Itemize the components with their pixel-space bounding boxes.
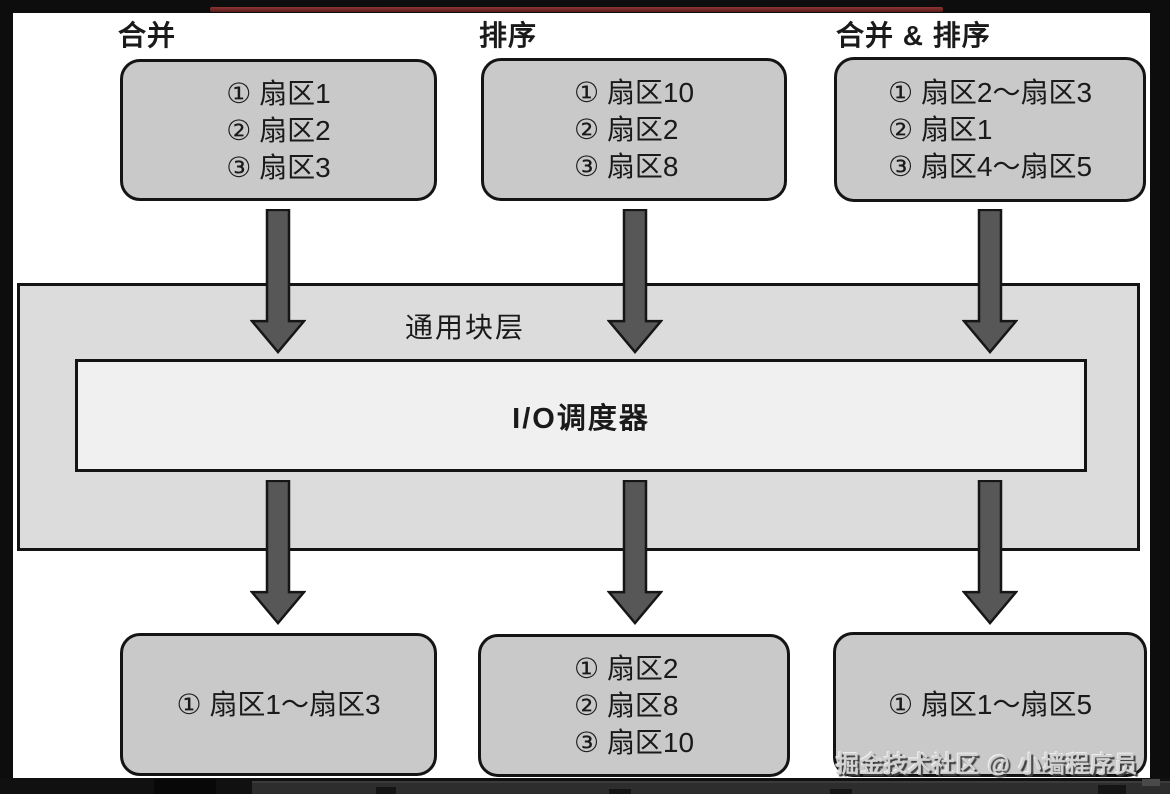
sector-line: ② 扇区1 [887,114,993,145]
sector-line: ① 扇区1～扇区3 [176,689,381,720]
io-scheduler-box: I/O调度器 [75,359,1087,472]
laptop-key [830,789,852,794]
merge-output-lines: ① 扇区1～扇区3 [176,686,380,723]
down-arrow-icon [607,480,663,625]
merge-and-sort-output-box: ① 扇区1～扇区5 [833,632,1147,777]
laptop-hinge [1142,779,1160,786]
down-arrow-icon [250,209,306,354]
sector-line: ③ 扇区4～扇区5 [887,151,1093,182]
sector-line: ③ 扇区8 [573,151,679,182]
merge-input-lines: ① 扇区1 ② 扇区2 ③ 扇区3 [226,75,330,186]
laptop-edge [154,779,216,794]
sector-line: ① 扇区2 [573,653,679,684]
sector-line: ② 扇区8 [573,690,679,721]
merge-and-sort-input-box: ① 扇区2～扇区3 ② 扇区1 ③ 扇区4～扇区5 [834,57,1146,202]
column-label-sort: 排序 [479,20,538,51]
merge-and-sort-input-lines: ① 扇区2～扇区3 ② 扇区1 ③ 扇区4～扇区5 [888,74,1092,185]
laptop-keyboard-edge [252,781,1170,794]
sector-line: ② 扇区2 [226,114,331,146]
io-scheduler-label: I/O调度器 [512,402,650,435]
laptop-key [1098,785,1126,794]
merge-output-box: ① 扇区1～扇区3 [120,633,437,776]
laptop-key [376,787,396,794]
sector-line: ③ 扇区3 [226,151,331,183]
sector-line: ① 扇区10 [573,77,695,108]
laptop-key [609,789,631,794]
title-underline [210,7,943,12]
column-label-merge: 合并 [118,20,177,51]
sort-input-box: ① 扇区10 ② 扇区2 ③ 扇区8 [481,58,787,201]
sort-output-box: ① 扇区2 ② 扇区8 ③ 扇区10 [478,634,790,777]
watermark: 掘金技术社区 @ 小墙程序员 [836,751,1139,777]
sector-line: ① 扇区1 [226,77,331,109]
video-top-bar [0,0,1170,13]
sector-line: ② 扇区2 [573,114,679,145]
video-bottom-bar [0,778,1170,794]
merge-input-box: ① 扇区1 ② 扇区2 ③ 扇区3 [120,59,437,201]
down-arrow-icon [250,480,306,625]
column-label-merge-and-sort: 合并 & 排序 [836,20,991,51]
sort-input-lines: ① 扇区10 ② 扇区2 ③ 扇区8 [574,74,694,185]
sector-line: ① 扇区2～扇区3 [887,77,1093,108]
down-arrow-icon [962,209,1018,354]
down-arrow-icon [607,209,663,354]
sort-output-lines: ① 扇区2 ② 扇区8 ③ 扇区10 [574,650,694,761]
generic-block-layer-label: 通用块层 [405,312,526,343]
merge-and-sort-output-lines: ① 扇区1～扇区5 [888,686,1092,723]
sector-line: ③ 扇区10 [573,727,695,758]
sector-line: ① 扇区1～扇区5 [887,689,1093,720]
down-arrow-icon [962,480,1018,625]
